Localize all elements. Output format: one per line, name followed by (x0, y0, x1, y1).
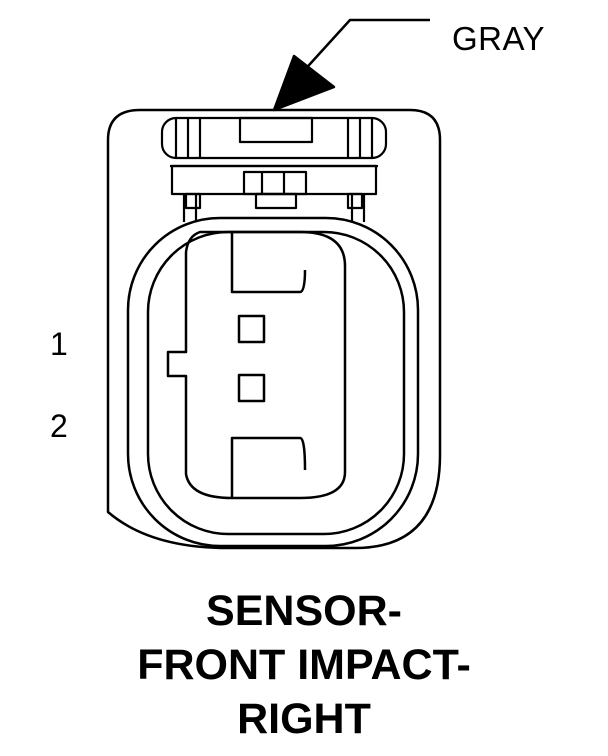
title-line-2: FRONT IMPACT- (137, 641, 471, 689)
pin-1-cavity (237, 314, 266, 344)
title-line-3: RIGHT (237, 695, 371, 743)
connector-latch (160, 116, 388, 222)
insert-key-bottom (230, 436, 307, 498)
connector-shell-outer (126, 216, 420, 548)
wire-color-label: GRAY (452, 20, 546, 57)
component-title: SENSOR- FRONT IMPACT- RIGHT (0, 584, 608, 746)
pin-number-1: 1 (50, 326, 68, 362)
terminal-insert (166, 230, 347, 500)
connector-housing (106, 108, 442, 550)
pin-2-cavity (237, 373, 266, 403)
callout-leader (272, 18, 430, 112)
insert-key-top (230, 232, 307, 294)
title-line-1: SENSOR- (206, 587, 402, 635)
pin-number-2: 2 (50, 408, 68, 444)
